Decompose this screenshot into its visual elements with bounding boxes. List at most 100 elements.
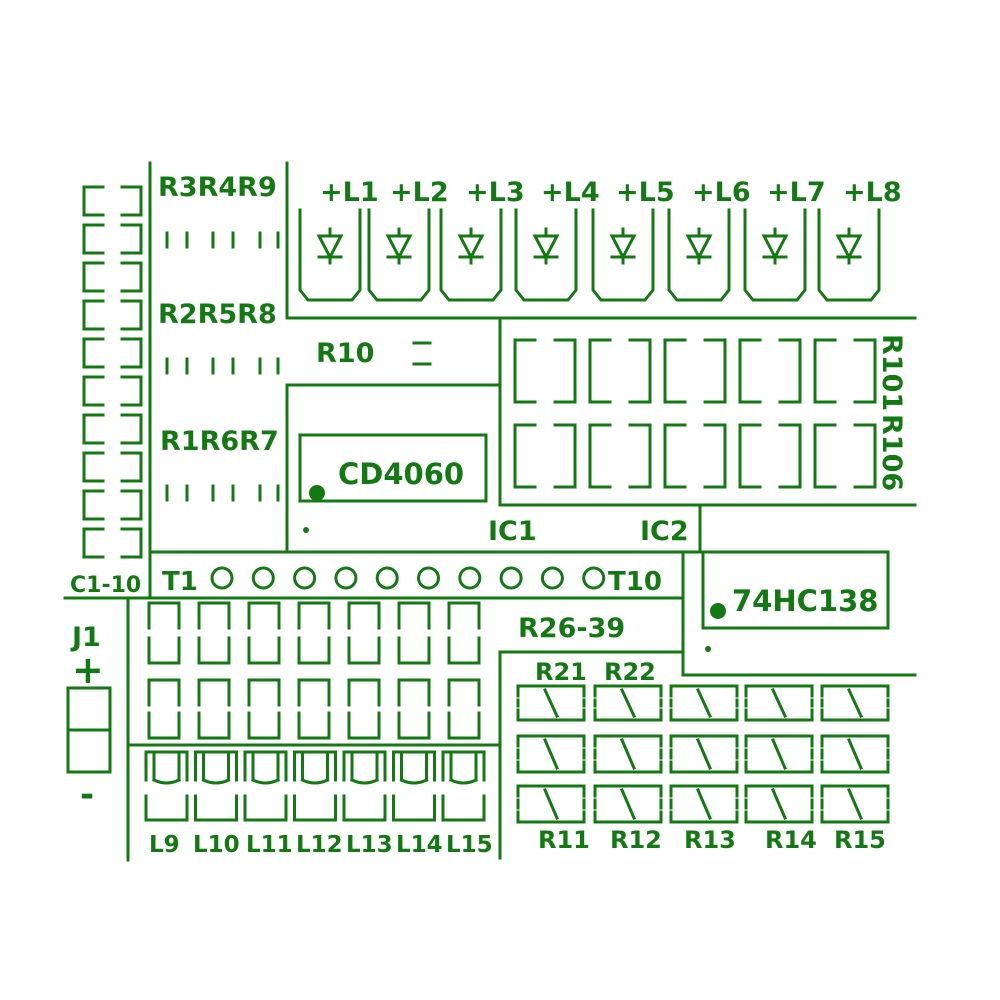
capacitor-outline — [82, 489, 105, 521]
resistor-pad-outline — [247, 601, 281, 630]
resistor-pad-outline — [669, 760, 739, 774]
ic-pin1-dot — [710, 603, 726, 619]
resistor-pad-gap — [620, 688, 636, 718]
resistor-pad-outline — [247, 678, 281, 707]
capacitor-outline — [120, 451, 143, 483]
resistor-pad-gap — [620, 788, 636, 820]
resistor-bracket — [813, 423, 837, 489]
led-outline — [743, 208, 807, 302]
capacitor-outline — [82, 337, 105, 369]
resistor-pad-outline — [744, 734, 814, 748]
resistor-pad-outline — [147, 636, 181, 665]
resistor-bracket — [703, 423, 727, 489]
diode-icon — [316, 234, 344, 261]
resistor-pad-outline — [447, 711, 481, 740]
resistor-pad-outline — [744, 784, 814, 798]
led-outline — [194, 750, 238, 782]
led-outline — [151, 777, 182, 785]
label-j1-minus: - — [80, 775, 94, 815]
label-j1-plus: + — [72, 648, 104, 692]
resistor-pad-gap — [847, 788, 863, 820]
label-led-l15: L15 — [446, 832, 493, 858]
label-led-l4: +L4 — [541, 177, 600, 208]
resistor-bracket — [738, 423, 762, 489]
resistor-pad-outline — [669, 784, 739, 798]
capacitor-outline — [120, 185, 143, 217]
resistor-bracket — [513, 338, 537, 404]
resistor-pad-outline — [147, 601, 181, 630]
label-r10: R10 — [316, 338, 374, 369]
led-outline — [243, 794, 288, 822]
led-outline — [399, 777, 429, 785]
label-r101: R101 — [876, 334, 907, 411]
transistor-pad — [251, 566, 275, 590]
resistor-pad-outline — [593, 760, 663, 774]
resistor-pad-outline — [397, 601, 431, 630]
label-cd4060: CD4060 — [338, 457, 464, 491]
resistor-pad-gap — [771, 738, 787, 770]
label-led-l5: +L5 — [616, 177, 675, 208]
label-r13: R13 — [684, 826, 736, 854]
diode-icon — [457, 234, 485, 261]
label-r26-39: R26-39 — [518, 613, 625, 644]
label-r22: R22 — [604, 658, 656, 686]
resistor-bracket — [813, 338, 837, 404]
resistor-pad-outline — [820, 810, 890, 824]
resistor-pad-gap — [696, 688, 712, 718]
resistor-pad-gap — [543, 788, 559, 820]
capacitor-outline — [120, 261, 143, 293]
resistor-pad-outline — [593, 784, 663, 798]
resistor-bracket — [628, 423, 652, 489]
led-outline — [144, 794, 189, 822]
transistor-pad — [417, 566, 440, 590]
led-outline — [441, 750, 486, 782]
resistor-bracket — [663, 423, 687, 489]
resistor-pad-outline — [669, 708, 739, 722]
resistor-pad-outline — [397, 711, 431, 740]
resistor-pad-gap — [771, 788, 787, 820]
resistor-pad-outline — [347, 711, 381, 740]
resistor-pad-gap — [847, 688, 863, 718]
resistor-pad-outline — [593, 810, 663, 824]
transistor-pad — [210, 566, 234, 590]
resistor-pad-outline — [197, 601, 231, 630]
resistor-bracket — [703, 338, 727, 404]
ic-74hc138-outline — [701, 550, 890, 630]
label-led-l12: L12 — [296, 832, 343, 858]
resistor-pad-outline — [669, 810, 739, 824]
transistor-pad — [293, 566, 317, 590]
label-led-l10: L10 — [193, 832, 240, 858]
resistor-pad-outline — [247, 636, 281, 665]
ic-pin1-dot — [705, 646, 711, 652]
led-outline — [342, 750, 387, 782]
resistor-pad-outline — [820, 684, 890, 698]
label-r21: R21 — [535, 658, 587, 686]
resistor-pad-gap — [771, 688, 787, 718]
capacitor-outline — [82, 299, 105, 331]
label-ic1: IC1 — [488, 516, 537, 547]
resistor-pad-outline — [297, 601, 331, 630]
label-c1-10: C1-10 — [70, 573, 141, 598]
led-outline — [342, 794, 387, 822]
label-r106: R106 — [876, 414, 907, 491]
resistor-pad-outline — [744, 810, 814, 824]
led-outline — [367, 208, 431, 302]
led-outline — [300, 777, 330, 785]
resistor-pad-outline — [516, 734, 586, 748]
led-outline — [667, 208, 731, 302]
diode-icon — [385, 234, 413, 261]
resistor-pad-gap — [696, 788, 712, 820]
resistor-pad-outline — [669, 734, 739, 748]
led-outline — [293, 794, 337, 822]
silkscreen-labels: R3R4R9 R2R5R8 R1R6R7 R10 CD4060 IC1 IC2 … — [70, 172, 907, 858]
label-led-l3: +L3 — [466, 177, 525, 208]
resistor-pad-outline — [397, 678, 431, 707]
led-outline — [349, 777, 380, 785]
resistor-pad-outline — [197, 711, 231, 740]
resistor-pad-outline — [593, 684, 663, 698]
transistor-pad — [375, 566, 399, 590]
transistor-pad — [334, 566, 358, 590]
resistor-pad-outline — [820, 734, 890, 748]
resistor-pad-outline — [516, 760, 586, 774]
resistor-pad-outline — [516, 784, 586, 798]
